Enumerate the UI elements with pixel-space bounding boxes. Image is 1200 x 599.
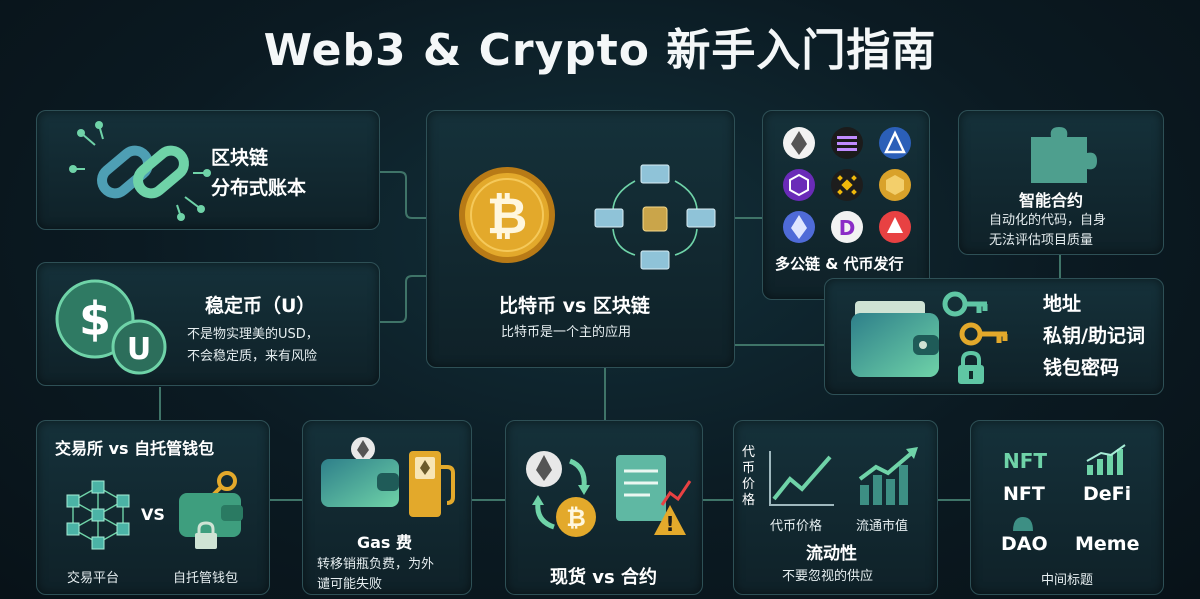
gas-wallet-icon	[321, 437, 399, 507]
market-cap-chart-label: 流通市值	[856, 519, 909, 534]
gas-card: Gas 费 转移销瓶负费，为外 谴可能失败	[302, 420, 472, 595]
stablecoin-desc-line1: 不是物实理美的USD，	[187, 327, 319, 342]
key-icon	[942, 291, 988, 317]
smart-contract-desc-line2: 无法评估项目质量	[989, 233, 1094, 248]
spot-card: ₿ ! 现货 vs 合约	[505, 420, 703, 595]
stablecoin-desc-line2: 不会稳定质，来有风险	[187, 349, 318, 364]
cronos-icon	[783, 169, 815, 201]
dollar-coin-icon: $ U	[55, 279, 167, 375]
nft-badge: NFT	[1003, 449, 1048, 473]
multichain-label: 多公链 & 代币发行	[775, 255, 904, 273]
token-logos-grid: D	[783, 127, 911, 243]
bitcoin-title: 比特币 vs 区块链	[499, 295, 650, 317]
dao-label: DAO	[1001, 533, 1048, 555]
liquidity-card: 代币价格 代币价格 流通市值 流动性 不要忽视的供应	[733, 420, 938, 595]
categories-footer: 中间标题	[1041, 573, 1094, 588]
liquidity-side-label: 代币价格	[742, 445, 756, 508]
price-chart-label: 代币价格	[770, 519, 823, 534]
liquidity-desc: 不要忽视的供应	[782, 569, 874, 584]
d-token-icon	[831, 211, 863, 243]
price-chart-icon	[769, 451, 834, 506]
page-title: Web3 & Crypto 新手入门指南	[263, 25, 937, 76]
exchange-right-label: 自托管钱包	[173, 571, 239, 586]
dao-icon	[1013, 517, 1033, 531]
exchange-card: 交易所 vs 自托管钱包 VS 交易平台 自托管钱包	[36, 420, 270, 595]
blockchain-title: 区块链	[211, 147, 269, 169]
exchange-left-label: 交易平台	[67, 571, 120, 586]
gold-key-icon	[959, 322, 1008, 346]
defi-label: DeFi	[1083, 483, 1132, 505]
svg-text:!: !	[665, 512, 674, 536]
wallet-private-key-label: 私钥/助记词	[1043, 325, 1145, 347]
defi-chart-icon	[1086, 444, 1126, 475]
categories-card: NFT NFT DeFi DAO Meme 中间标题	[970, 420, 1164, 595]
gas-desc-line1: 转移销瓶负费，为外	[317, 557, 435, 572]
smart-contract-card: 智能合约 自动化的代码，自身 无法评估项目质量	[958, 110, 1164, 255]
exchange-title: 交易所 vs 自托管钱包	[55, 439, 215, 458]
contract-warning-icon: !	[616, 455, 692, 536]
svg-text:$: $	[79, 292, 111, 346]
fuel-pump-icon	[409, 451, 455, 517]
self-custody-wallet-icon	[179, 471, 243, 549]
gas-title: Gas 费	[357, 533, 413, 552]
bitcoin-card: ₿ 比特币 vs 区块链 比特币是一个主的应用	[426, 110, 735, 368]
svg-text:₿: ₿	[487, 187, 528, 245]
blockchain-card: 区块链 分布式账本	[36, 110, 380, 230]
smart-contract-desc-line1: 自动化的代码，自身	[989, 213, 1107, 228]
exchange-network-icon	[66, 480, 130, 550]
chain-link-icon	[69, 121, 211, 221]
exchange-vs-label: VS	[141, 505, 165, 524]
svg-text:U: U	[127, 332, 151, 367]
wallet-password-label: 钱包密码	[1043, 357, 1120, 379]
wallet-icon	[851, 301, 939, 377]
stablecoin-title: 稳定币（U）	[205, 295, 316, 317]
lock-icon	[958, 350, 984, 384]
blockchain-subtitle: 分布式账本	[211, 177, 307, 199]
puzzle-piece-icon	[1031, 127, 1097, 183]
nft-label: NFT	[1003, 483, 1045, 505]
wallet-card: 地址 私钥/助记词 钱包密码	[824, 278, 1164, 395]
bitcoin-subtitle: 比特币是一个主的应用	[501, 325, 632, 340]
svg-text:₿: ₿	[566, 504, 586, 532]
spot-title: 现货 vs 合约	[550, 567, 657, 588]
market-cap-chart-icon	[858, 447, 918, 505]
stablecoin-card: $ U 稳定币（U） 不是物实理美的USD， 不会稳定质，来有风险	[36, 262, 380, 386]
network-nodes-icon	[594, 164, 716, 270]
gas-desc-line2: 谴可能失败	[317, 577, 383, 592]
wallet-address-label: 地址	[1043, 293, 1082, 315]
multichain-card: D 多公链 & 代币发行	[762, 110, 930, 300]
bitcoin-coin-icon: ₿	[459, 167, 555, 263]
smart-contract-title: 智能合约	[1019, 191, 1084, 210]
meme-label: Meme	[1075, 533, 1140, 555]
svg-text:D: D	[839, 216, 856, 240]
swap-icon: ₿	[526, 451, 596, 537]
liquidity-title: 流动性	[806, 544, 857, 564]
